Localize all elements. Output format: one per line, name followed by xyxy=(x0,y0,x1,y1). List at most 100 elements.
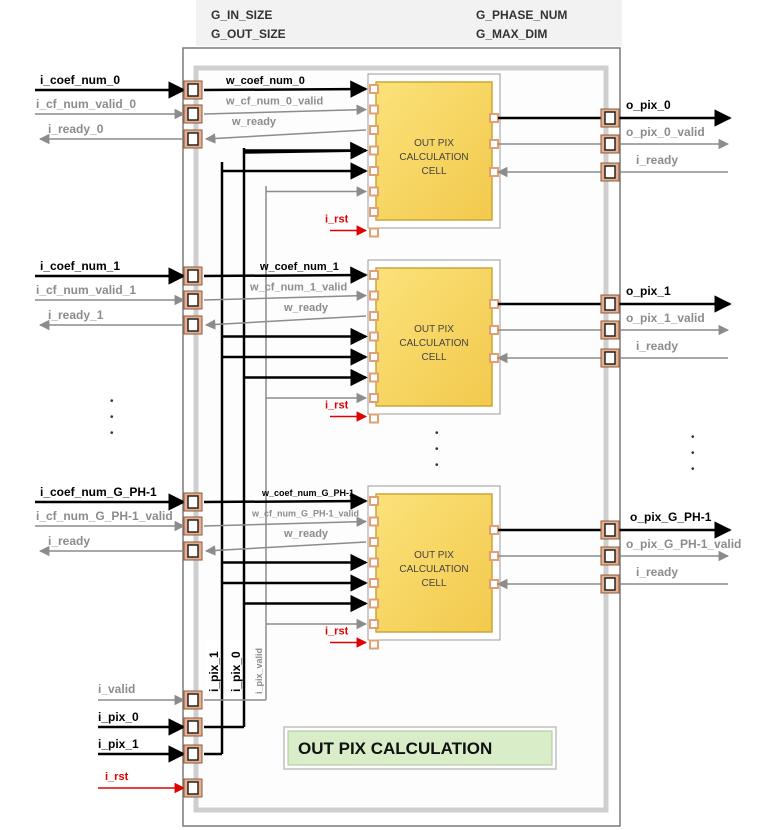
generic-max-dim: G_MAX_DIM xyxy=(476,27,547,41)
svg-text:•: • xyxy=(691,464,695,475)
calculation-cell xyxy=(375,493,493,633)
input-port xyxy=(183,129,203,149)
w-ready-label: w_ready xyxy=(283,302,329,314)
input-port xyxy=(183,80,203,100)
cell-input-pin xyxy=(369,537,379,547)
calculation-cell xyxy=(375,81,493,221)
generic-in-size: G_IN_SIZE xyxy=(211,8,272,22)
cell-label-1: OUT PIX xyxy=(414,324,454,335)
output-port xyxy=(600,294,620,314)
cell-output-pin xyxy=(489,353,499,363)
i-pix-1-label: i_pix_1 xyxy=(98,737,139,751)
cell-label-2: CALCULATION xyxy=(399,152,468,163)
output-port xyxy=(600,320,620,340)
cell-input-pin xyxy=(369,393,379,403)
cell-label-1: OUT PIX xyxy=(414,138,454,149)
coef-valid-input-label: i_cf_num_valid_1 xyxy=(36,283,136,297)
generics-panel xyxy=(196,0,622,46)
cell-input-pin xyxy=(369,290,379,301)
w-valid-label: w_cf_num_0_valid xyxy=(225,96,323,108)
w-coef-label: w_coef_num_0 xyxy=(225,75,305,87)
bus-pix-valid-label: i_pix_valid xyxy=(254,648,264,694)
calculation-cell xyxy=(375,267,493,407)
phase-row-0: i_coef_num_0i_cf_num_valid_0i_ready_0w_c… xyxy=(35,73,732,238)
bottom-input-port xyxy=(183,744,203,764)
input-port xyxy=(183,290,203,310)
cell-input-pin xyxy=(369,104,379,115)
coef-input-label: i_coef_num_1 xyxy=(40,259,120,273)
input-port xyxy=(183,541,203,561)
cell-input-pin xyxy=(369,84,379,94)
i-ready-label: i_ready xyxy=(636,565,678,579)
bus-pix-0-label: i_pix_0 xyxy=(229,651,243,692)
ready-output-label: i_ready xyxy=(48,534,90,548)
cell-output-pin xyxy=(489,551,499,561)
ready-output-label: i_ready_0 xyxy=(48,122,104,136)
o-pix-label: o_pix_1 xyxy=(626,284,671,298)
cell-input-pin xyxy=(369,516,379,527)
o-valid-label: o_pix_G_PH-1_valid xyxy=(626,537,741,551)
cell-output-pin xyxy=(489,325,499,335)
cell-input-pin xyxy=(369,578,379,588)
output-port xyxy=(600,108,620,128)
cell-output-pin xyxy=(489,299,499,309)
output-port xyxy=(600,520,620,540)
vertical-buses xyxy=(220,148,267,754)
input-port xyxy=(183,315,203,335)
w-ready-wire xyxy=(204,129,367,144)
cell-label-3: CELL xyxy=(421,578,446,589)
bottom-bus-feeds xyxy=(204,699,266,756)
cell-input-pin xyxy=(369,331,379,342)
w-coef-wire xyxy=(203,266,368,284)
i-pix-0-label: i_pix_0 xyxy=(98,710,139,724)
o-pix-label: o_pix_G_PH-1 xyxy=(630,510,712,524)
input-port xyxy=(183,492,203,512)
cell-input-pin xyxy=(369,352,379,362)
cell-input-pin xyxy=(369,639,379,650)
bus-pix-1-label: i_pix_1 xyxy=(207,651,221,692)
phase-row-2: i_coef_num_G_PH-1 i_cf_num_G_PH-1_valid i_… xyxy=(35,485,741,650)
i-rst-label: i_rst xyxy=(105,771,129,783)
w-valid-wire xyxy=(203,104,368,116)
generic-phase-num: G_PHASE_NUM xyxy=(476,8,567,22)
o-valid-label: o_pix_0_valid xyxy=(626,125,705,139)
i-ready-label: i_ready xyxy=(636,339,678,353)
svg-text:•: • xyxy=(110,412,114,423)
cell-label-2: CALCULATION xyxy=(399,338,468,349)
cell-input-pin xyxy=(369,125,379,135)
generic-out-size: G_OUT_SIZE xyxy=(211,27,286,41)
svg-text:•: • xyxy=(435,428,439,439)
w-coef-label: w_coef_num_G_PH-1 xyxy=(261,488,354,498)
svg-text:•: • xyxy=(435,460,439,471)
cell-input-pin xyxy=(369,619,379,629)
w-ready-label: w_ready xyxy=(283,528,329,540)
cell-input-pin xyxy=(369,557,379,568)
block-title: OUT PIX CALCULATION xyxy=(298,739,492,758)
w-valid-wire xyxy=(203,290,368,302)
input-port xyxy=(183,104,203,124)
cell-input-pin xyxy=(369,207,379,217)
ready-output-label: i_ready_1 xyxy=(48,308,104,322)
input-port xyxy=(183,516,203,536)
w-valid-label: w_cf_num_G_PH-1_valid xyxy=(251,509,359,519)
cell-output-pin xyxy=(489,579,499,589)
cell-label-2: CALCULATION xyxy=(399,564,468,575)
svg-text:•: • xyxy=(435,444,439,455)
cell-input-pin xyxy=(369,186,379,197)
bottom-input-port xyxy=(183,690,203,710)
cell-output-pin xyxy=(489,139,499,149)
svg-text:•: • xyxy=(691,448,695,459)
coef-input-label: i_coef_num_G_PH-1 xyxy=(40,485,157,499)
phase-ellipsis: • • • • • • • • • xyxy=(110,396,695,475)
cell-input-pin xyxy=(369,598,379,609)
w-ready-wire xyxy=(204,541,367,556)
coef-valid-input-label: i_cf_num_G_PH-1_valid xyxy=(36,509,173,523)
i-valid-label: i_valid xyxy=(98,682,135,696)
bottom-input-port xyxy=(183,717,203,737)
coef-valid-input-label: i_cf_num_valid_0 xyxy=(36,97,136,111)
cell-input-pin xyxy=(369,311,379,321)
output-port xyxy=(600,348,620,368)
w-coef-label: w_coef_num_1 xyxy=(259,261,339,273)
cell-input-pin xyxy=(369,270,379,280)
output-port xyxy=(600,162,620,182)
